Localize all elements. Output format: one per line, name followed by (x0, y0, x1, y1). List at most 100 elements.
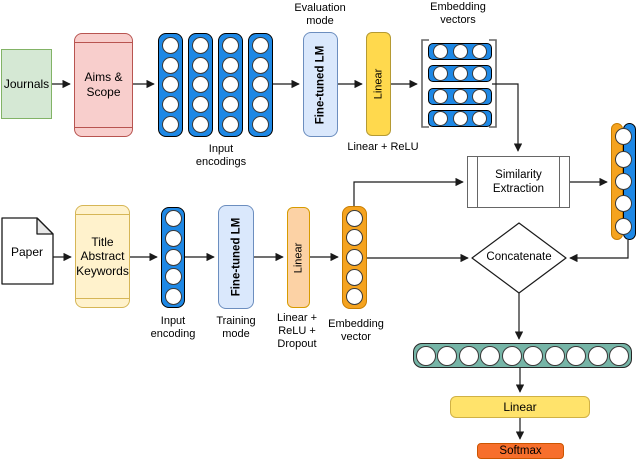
vector-circle (346, 248, 363, 266)
vector-circle (433, 111, 449, 126)
vector-circle (222, 76, 239, 94)
vector-circle (192, 116, 209, 134)
input-encoding-column-3 (218, 33, 243, 137)
vector-circle (192, 36, 209, 54)
vector-circle (222, 96, 239, 114)
similarity-vector-node (611, 123, 636, 240)
vector-circle (437, 345, 458, 366)
concatenated-vector-node (413, 343, 632, 368)
vector-circle (566, 345, 587, 366)
encoding-circles (249, 34, 272, 136)
vector-circle (587, 345, 608, 366)
embedding-matrix-row-1 (428, 43, 492, 60)
vector-circle (523, 345, 544, 366)
vector-circle (222, 56, 239, 74)
fine-tuned-lm-evaluation-node: Fine-tuned LM (303, 32, 338, 137)
vector-circle (471, 111, 487, 126)
vector-circle (192, 76, 209, 94)
vector-circle (433, 44, 449, 59)
vector-circle (252, 56, 269, 74)
vector-circle (415, 345, 436, 366)
vector-circle (252, 116, 269, 134)
vector-circle (471, 44, 487, 59)
vector-circle (458, 345, 479, 366)
input-encoding-column-1 (158, 33, 183, 137)
journals-node: Journals (1, 49, 52, 119)
similarity-extraction-label: Similarity Extraction (492, 168, 545, 195)
aims-scope-node: Aims & Scope (74, 33, 133, 137)
vector-circle (164, 287, 182, 305)
vector-circle (452, 89, 468, 104)
vector-circle (164, 268, 182, 286)
embedding-circles (429, 89, 491, 104)
vector-circle (452, 66, 468, 81)
aims-scope-label: Aims & Scope (84, 70, 123, 99)
embedding-circles (429, 66, 491, 81)
output-linear-label: Linear (503, 399, 537, 414)
input-encoding-column-2 (188, 33, 213, 137)
vector-circle (480, 345, 501, 366)
paper-input-encoding-node (161, 207, 185, 308)
vector-circle (162, 116, 179, 134)
vector-circle (222, 36, 239, 54)
fine-tuned-lm-label: Fine-tuned LM (230, 217, 243, 297)
linear-label: Linear (292, 242, 305, 273)
vector-circle (222, 116, 239, 134)
embedding-matrix-row-2 (428, 65, 492, 82)
vector-circle (433, 89, 449, 104)
vector-circle (452, 111, 468, 126)
softmax-label: Softmax (499, 445, 542, 457)
linear-paper-node: Linear (287, 207, 310, 308)
vector-circle (471, 66, 487, 81)
input-encoding-column-4 (248, 33, 273, 137)
vector-circle (162, 76, 179, 94)
vector-circle (501, 345, 522, 366)
vector-circle (544, 345, 565, 366)
linear-journal-node: Linear (366, 32, 391, 136)
vector-circle (162, 36, 179, 54)
similarity-circles (611, 123, 636, 240)
embedding-circles (429, 44, 491, 59)
encoding-circles (162, 208, 184, 307)
title-abstract-keywords-label: Title Abstract Keywords (76, 234, 129, 278)
paper-embedding-vector-node (342, 206, 367, 309)
vector-circle (433, 66, 449, 81)
vector-circle (162, 56, 179, 74)
vector-circle (164, 229, 182, 247)
vector-circle (164, 248, 182, 266)
linear-label: Linear (372, 68, 385, 100)
vector-circle (615, 172, 632, 190)
fine-tuned-lm-training-node: Fine-tuned LM (218, 205, 254, 309)
concatenated-circles (414, 344, 631, 367)
title-abstract-keywords-node: Title Abstract Keywords (75, 205, 130, 308)
embedding-circles (429, 111, 491, 126)
embedding-circles (343, 207, 366, 308)
output-linear-node: Linear (450, 396, 590, 418)
vector-circle (252, 36, 269, 54)
vector-circle (609, 345, 630, 366)
similarity-extraction-node: Similarity Extraction (467, 156, 570, 208)
vector-circle (615, 217, 632, 235)
vector-circle (164, 210, 182, 228)
vector-circle (192, 56, 209, 74)
embedding-matrix-row-3 (428, 88, 492, 105)
encoding-circles (189, 34, 212, 136)
encoding-circles (159, 34, 182, 136)
vector-circle (471, 89, 487, 104)
journals-label: Journals (3, 76, 50, 91)
vector-circle (252, 76, 269, 94)
vector-circle (615, 150, 632, 168)
vector-circle (452, 44, 468, 59)
vector-circle (192, 96, 209, 114)
vector-circle (346, 209, 363, 227)
vector-circle (162, 96, 179, 114)
softmax-node: Softmax (477, 443, 564, 459)
vector-circle (346, 268, 363, 286)
vector-circle (252, 96, 269, 114)
vector-circle (346, 229, 363, 247)
vector-circle (615, 128, 632, 146)
encoding-circles (219, 34, 242, 136)
vector-circle (346, 288, 363, 306)
embedding-matrix-row-4 (428, 110, 492, 127)
